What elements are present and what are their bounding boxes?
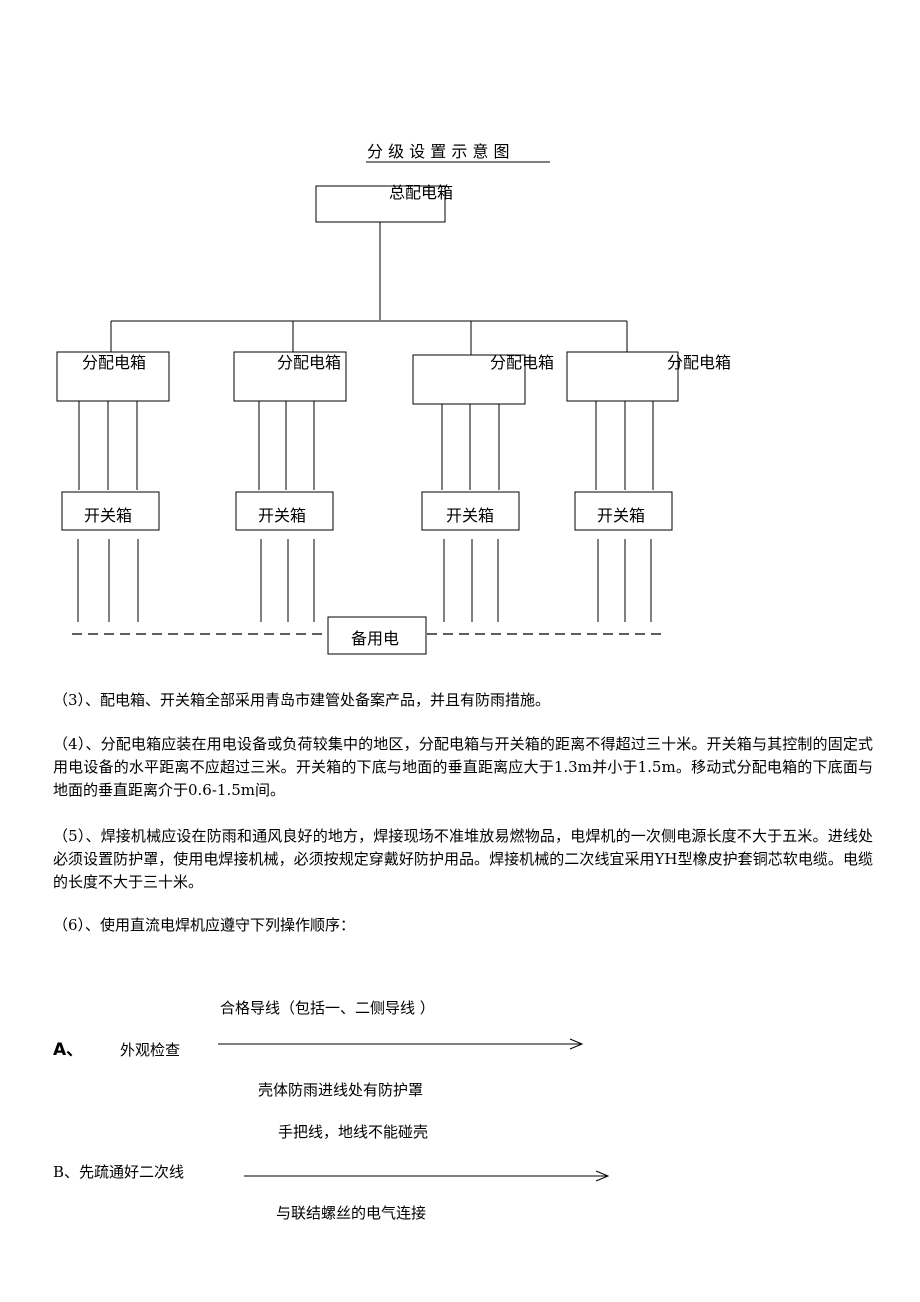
diagram-title: 分 级 设 置 示 意 图: [367, 142, 510, 161]
sub-distribution-box-1: [56, 351, 170, 402]
standby-power-box: [327, 616, 427, 655]
switch-box-1: [61, 491, 160, 531]
paragraph-3: （3）、配电箱、开关箱全部采用青岛市建管处备案产品，并且有防雨措施。: [53, 691, 551, 709]
step-a-arrow: [218, 1038, 584, 1050]
sub-distribution-label-2: 分配电箱: [277, 353, 341, 372]
main-distribution-label: 总配电箱: [389, 183, 453, 202]
switch-box-4: [574, 491, 673, 531]
standby-power-label: 备用电: [351, 629, 399, 648]
switch-box-label-2: 开关箱: [258, 506, 306, 525]
step-a-label: A、: [53, 1040, 84, 1060]
step-a-below-text-1: 壳体防雨进线处有防护罩: [258, 1081, 424, 1099]
paragraph-4: （4）、分配电箱应装在用电设备或负荷较集中的地区，分配电箱与开关箱的距离不得超过…: [53, 735, 873, 799]
switch-box-label-4: 开关箱: [597, 506, 645, 525]
sub-distribution-label-4: 分配电箱: [667, 353, 731, 372]
step-a-text: 外观检查: [120, 1041, 181, 1059]
sub-distribution-label-1: 分配电箱: [82, 353, 146, 372]
switch-box-2: [235, 491, 334, 531]
distribution-diagram: 分 级 设 置 示 意 图 总配电箱 分配电箱 分配电箱 分配电箱 分配电箱: [56, 142, 731, 655]
switch-box-label-3: 开关箱: [446, 506, 494, 525]
step-b-arrow: [244, 1170, 610, 1182]
sub-distribution-label-3: 分配电箱: [490, 353, 554, 372]
step-a-above-text: 合格导线（包括一、二侧导线 ）: [220, 999, 435, 1017]
switch-box-label-1: 开关箱: [84, 506, 132, 525]
sub-distribution-box-3: [412, 354, 526, 405]
sub-distribution-box-4: [566, 351, 679, 402]
step-b-text: B、先疏通好二次线: [53, 1163, 185, 1181]
sub-distribution-box-2: [233, 351, 347, 402]
step-b-below-text: 与联结螺丝的电气连接: [276, 1204, 427, 1222]
switch-box-3: [421, 491, 520, 531]
step-a-below-text-2: 手把线，地线不能碰壳: [278, 1123, 429, 1141]
paragraph-6: （6）、使用直流电焊机应遵守下列操作顺序：: [53, 916, 356, 934]
paragraph-5: （5）、焊接机械应设在防雨和通风良好的地方，焊接现场不准堆放易燃物品，电焊机的一…: [53, 827, 873, 891]
